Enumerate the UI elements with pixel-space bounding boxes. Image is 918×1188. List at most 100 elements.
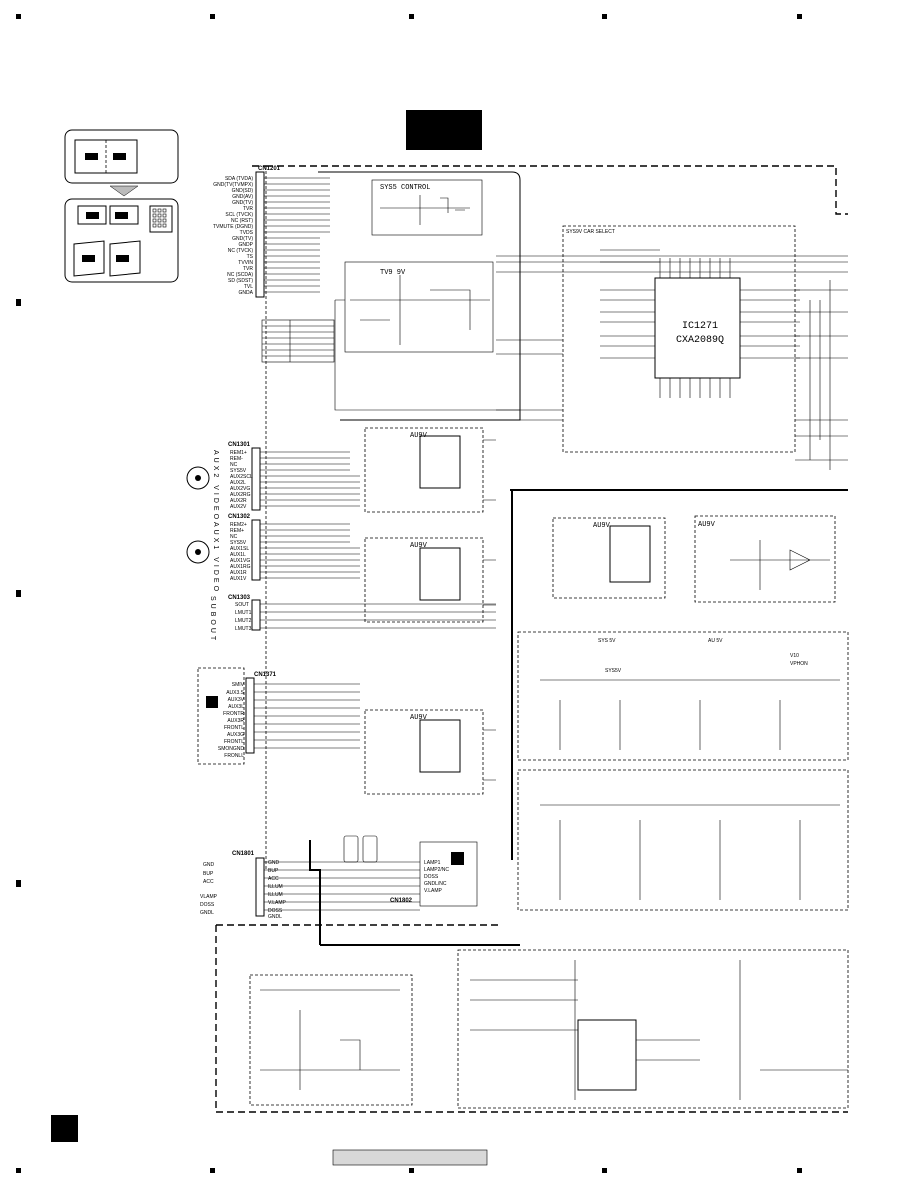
sys5v-label: SYS5V	[605, 668, 622, 674]
pin-label: AUX1SL	[230, 546, 249, 552]
ext-label: GNDL	[200, 910, 214, 916]
cn1302-pin-labels: REM2+ REM+ NC SYS5V AUX1SL AUX1L AUX1VG …	[230, 522, 251, 582]
pin-label: AUX1RG	[230, 564, 251, 570]
au9v-title-2: AU9V	[410, 542, 428, 550]
pin-label: SMIV	[232, 682, 245, 688]
pin-label: AUX2V	[230, 504, 247, 510]
cn1371-pin-labels: SMIV AUX3.S AUX3V AUX3L FRONTR AUX3R FRO…	[218, 682, 245, 759]
sys5-control-box	[318, 171, 521, 421]
cn1303-connector	[251, 599, 496, 631]
pin-label: GND(AV)	[232, 194, 253, 200]
pin-label: SYS5V	[230, 468, 247, 474]
pin-label: FRONLL	[224, 753, 244, 759]
pin-label: LMUT2	[235, 618, 252, 624]
pin-label: TVDS	[240, 230, 254, 236]
pin-label: AUX3V	[228, 697, 245, 703]
pin-label: SOUT	[235, 602, 249, 608]
pin-label: FRONTR	[223, 711, 244, 717]
pin-label: ACC	[268, 876, 279, 882]
cn1301-pin-labels: REM1+ REM- NC SYS5V AUX2SCL AUX2L AUX2VG…	[230, 450, 253, 510]
ext-label: BUP	[203, 871, 214, 877]
pin-label: GNDL/NC	[424, 881, 447, 887]
cn1201-title: CN1201	[258, 166, 281, 172]
cn1802-pin-labels: LAMP1 LAMP2/NC DOSS GNDL/NC V.LAMP	[424, 860, 449, 894]
pin-label: GND(SD)	[232, 188, 254, 194]
pin-label: AUX1VG	[230, 558, 250, 564]
cn1302-connector	[251, 519, 360, 581]
vphon-label: VPHON	[790, 661, 808, 667]
pin-label: ILLUM	[268, 892, 283, 898]
cn1802-title: CN1802	[390, 898, 413, 904]
pin-label: GND(TV)	[232, 200, 253, 206]
pin-label: TS	[247, 254, 254, 260]
pin-label: NC	[230, 462, 238, 468]
pin-label: AUX3G	[227, 732, 244, 738]
pin-label: FRONTL	[224, 725, 244, 731]
cn1303-pin-labels: SOUT LMUT1 LMUT2 LMUT3	[235, 602, 252, 632]
cn1301-title: CN1301	[228, 442, 251, 448]
pin-label: TVL	[244, 284, 253, 290]
pin-label: TVR	[243, 266, 253, 272]
au-reg-title: AU 5V	[708, 638, 723, 644]
pin-label: SD (SDST)	[228, 278, 253, 284]
sys5-title: SYS5 CONTROL	[380, 184, 430, 192]
pin-label: AUX2VG	[230, 486, 250, 492]
corner-block	[51, 1115, 78, 1142]
rca-jack-symbols	[186, 466, 210, 564]
pin-label: DOSS	[424, 874, 439, 880]
pin-label: FRONTL	[224, 739, 244, 745]
pin-label: TVVIN	[238, 260, 253, 266]
pin-label: GNDP	[239, 242, 254, 248]
au9v-title-5: AU9V	[698, 521, 716, 529]
sys9v-title: SYS9V CAR SELECT	[566, 229, 615, 235]
signal-bus	[496, 255, 848, 860]
pin-label: GND	[268, 860, 280, 866]
pin-label: GNDA	[239, 290, 254, 296]
pin-label: SDA (TVDA)	[225, 176, 253, 182]
board-frame	[215, 165, 848, 1113]
pin-table	[261, 319, 335, 363]
pin-label: REM2+	[230, 522, 247, 528]
pin-label: NC (SCDA)	[227, 272, 253, 278]
pin-label: LMUT1	[235, 610, 252, 616]
cn1201-pin-labels: SDA (TVDA) GND(TV(TVMPX) GND(SD) GND(AV)…	[213, 176, 254, 296]
cn1303-title: CN1303	[228, 595, 251, 601]
aux2-video-vertical: AUX2 VIDEO	[212, 450, 219, 522]
pin-label: AUX1R	[230, 570, 247, 576]
ext-label: ACC	[203, 879, 214, 885]
pin-label: AUX2L	[230, 480, 246, 486]
pin-label: AUX3L	[228, 704, 244, 710]
pin-label: ILLUM	[268, 884, 283, 890]
pin-label: AUX3.S	[226, 690, 244, 696]
pin-label: AUX2R	[230, 498, 247, 504]
tv9-title: TV9 9V	[380, 269, 406, 277]
ext-label: DOSS	[200, 902, 215, 908]
pin-label: AUX1V	[230, 576, 247, 582]
pin-label: TVR	[243, 206, 253, 212]
pin-label: TVMUTE (DGND)	[213, 224, 253, 230]
pin-label: SCL (TVCK)	[225, 212, 253, 218]
cn1801-title: CN1801	[232, 851, 255, 857]
pin-label: AUX1L	[230, 552, 246, 558]
sys5-reg-title: SYS 5V	[598, 638, 616, 644]
pin-label: DOSS	[268, 908, 283, 914]
pin-label: V.LAMP	[424, 888, 443, 894]
cn1801-pin-labels: GND BUP ACC ILLUM ILLUM V.LAMP DOSS GNDL	[268, 860, 287, 920]
ext-label: VLAMP	[200, 894, 218, 900]
pin-label: AUX2SCL	[230, 474, 253, 480]
cn1371-connector	[197, 667, 360, 765]
cn1302-title: CN1302	[228, 514, 251, 520]
power-connector-area	[255, 835, 520, 946]
cn1201-connector	[255, 171, 330, 298]
v10-label: V10	[790, 653, 799, 659]
location-key	[64, 129, 179, 283]
ext-label: GND	[203, 862, 215, 868]
pin-label: SYS5V	[230, 540, 247, 546]
cn1801-external-labels: GND BUP ACC VLAMP DOSS GNDL	[200, 862, 218, 916]
pin-label: AUX2RG	[230, 492, 251, 498]
pin-label: BUP	[268, 868, 279, 874]
pin-label: NC (RST)	[231, 218, 253, 224]
pin-label: NC (TVCK)	[228, 248, 254, 254]
